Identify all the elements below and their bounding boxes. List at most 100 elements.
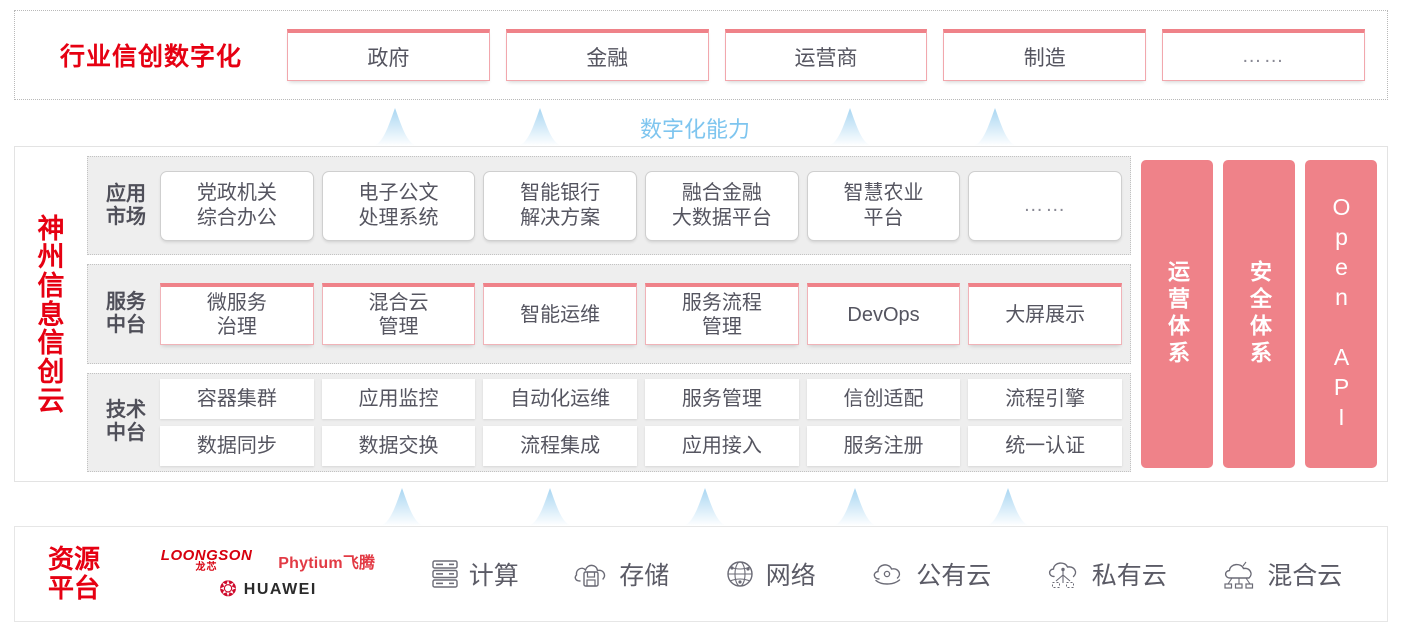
band-cells-service-platform: 微服务 治理 混合云 管理 智能运维 服务流程 管理 DevOps [160,282,1123,345]
cell-service-management[interactable]: 服务管理 [645,378,799,419]
resource-title: 资源 平台 [15,543,133,603]
up-arrow-icon [526,488,574,526]
up-arrow-icon [831,488,879,526]
cell-smart-agriculture[interactable]: 智慧农业 平台 [806,170,961,241]
up-arrow-icon [378,488,426,526]
resource-item-public-cloud[interactable]: 公有云 [869,556,991,592]
cell-process-integration[interactable]: 流程集成 [483,425,638,466]
band-tech-platform: 技术 中台 容器集群 应用监控 自动化运维 服务管理 信创适配 流程引擎 [87,372,1131,472]
up-arrow-icon [371,108,419,146]
resource-item-label: 私有云 [1091,562,1167,590]
capability-arrow-row [0,104,1402,146]
cell-unified-auth[interactable]: 统一认证 [968,425,1123,466]
industry-box-label: 金融 [586,46,629,70]
cell-line: 智慧农业 [843,182,924,205]
cell-process-engine[interactable]: 流程引擎 [968,378,1123,419]
cell-line: 综合办公 [196,206,277,229]
resource-band: 资源 平台 LOONGSON 龙芯 Phytium飞腾 ❂ HUAWEI [14,526,1388,622]
platform-title-char: 神 [37,213,65,244]
tech-row-1: 容器集群 应用监控 自动化运维 服务管理 信创适配 流程引擎 [160,378,1123,419]
resource-arrow-row [0,486,1402,526]
cell-line: 管理 [701,316,742,339]
cell-government-office[interactable]: 党政机关 综合办公 [160,170,314,241]
resource-item-label: 混合云 [1267,562,1343,590]
huawei-flower-icon: ❂ [219,578,237,601]
cell-line: DevOps [847,304,920,327]
band-label-line: 中台 [106,422,146,445]
industry-box-finance[interactable]: 金融 [505,29,709,81]
cell-data-exchange[interactable]: 数据交换 [321,425,476,466]
loongson-logo-en: LOONGSON [160,547,253,564]
public-cloud-icon [873,564,901,585]
vendor-row-2: ❂ HUAWEI [219,579,317,600]
pillar-open-api[interactable]: Open API [1305,160,1377,468]
huawei-logo: ❂ HUAWEI [219,579,317,600]
cell-container-cluster[interactable]: 容器集群 [160,378,314,419]
huawei-logo-text: HUAWEI [243,580,317,598]
up-arrow-icon [971,108,1019,146]
industry-box-manufacturing[interactable]: 制造 [943,29,1147,81]
resource-item-private-cloud[interactable]: 私有云 [1045,556,1167,592]
cell-xinchuang-adaptation[interactable]: 信创适配 [806,378,961,419]
band-label-service-platform: 服务 中台 [92,291,160,337]
cell-smart-bank[interactable]: 智能银行 解决方案 [483,170,638,241]
cell-line: 智能银行 [520,182,601,205]
cell-service-process-mgmt[interactable]: 服务流程 管理 [645,282,799,345]
hybrid-cloud-icon [1224,561,1254,589]
cell-line: 党政机关 [196,182,277,205]
resource-item-storage[interactable]: 存储 [572,556,669,592]
loongson-logo: LOONGSON 龙芯 [161,548,253,573]
cell-microservice-governance[interactable]: 微服务 治理 [160,282,314,345]
cell-line: 大屏展示 [1005,304,1086,327]
platform-title: 神 州 信 息 信 创 云 [15,147,87,481]
industry-box-label: 政府 [367,46,410,70]
cell-line: …… [1023,194,1068,217]
industry-box-label: …… [1241,45,1286,67]
tech-row-2: 数据同步 数据交换 流程集成 应用接入 服务注册 统一认证 [160,425,1123,466]
vendor-logo-group: LOONGSON 龙芯 Phytium飞腾 ❂ HUAWEI [133,548,403,600]
platform-panel: 神 州 信 息 信 创 云 应用 市场 党政机关 综合办公 [14,146,1388,482]
cell-hybrid-cloud-mgmt[interactable]: 混合云 管理 [321,282,476,345]
cell-big-screen-display[interactable]: 大屏展示 [968,282,1123,345]
band-label-line: 技术 [106,399,146,422]
cell-line: 处理系统 [358,206,439,229]
resource-item-label: 计算 [468,562,519,590]
private-cloud-icon [1048,562,1076,588]
cell-line: 解决方案 [520,206,601,229]
industry-box-label: 制造 [1023,46,1066,70]
cell-devops[interactable]: DevOps [806,282,961,345]
platform-title-char: 创 [37,356,65,387]
platform-rows: 应用 市场 党政机关 综合办公 电子公文 处理系统 智能银行 解决方案 [87,156,1131,472]
cell-aiops[interactable]: 智能运维 [483,282,638,345]
resource-title-line: 资源 [47,543,100,574]
cell-app-monitoring[interactable]: 应用监控 [321,378,476,419]
pillar-security[interactable]: 安全体系 [1223,160,1295,468]
platform-title-char: 云 [37,385,65,416]
pillar-list: 运营体系 安全体系 Open API [1141,156,1377,472]
resource-item-hybrid-cloud[interactable]: 混合云 [1220,556,1342,592]
cell-line: 智能运维 [520,304,601,327]
industry-box-government[interactable]: 政府 [287,29,490,81]
cell-data-sync[interactable]: 数据同步 [160,425,314,466]
cell-app-access[interactable]: 应用接入 [645,425,799,466]
cell-edocument-system[interactable]: 电子公文 处理系统 [321,170,476,241]
phytium-logo: Phytium飞腾 [278,554,376,572]
storage-cloud-icon [574,564,606,587]
resource-item-compute[interactable]: 计算 [430,556,519,592]
band-label-tech-platform: 技术 中台 [92,399,160,445]
cell-line: 微服务 [206,292,267,315]
resource-item-label: 公有云 [916,562,992,590]
cell-automated-ops[interactable]: 自动化运维 [483,378,638,419]
resource-item-label: 网络 [765,562,816,590]
industry-box-more[interactable]: …… [1162,29,1365,81]
resource-item-network[interactable]: 网络 [723,556,816,592]
cell-service-registry[interactable]: 服务注册 [806,425,961,466]
cell-line: 混合云 [368,292,429,315]
cell-finance-bigdata[interactable]: 融合金融 大数据平台 [645,170,799,241]
industry-box-carrier[interactable]: 运营商 [724,29,928,81]
band-cells-tech-platform: 容器集群 应用监控 自动化运维 服务管理 信创适配 流程引擎 数据同步 数据交换… [160,378,1123,466]
band-app-market: 应用 市场 党政机关 综合办公 电子公文 处理系统 智能银行 解决方案 [87,156,1131,256]
pillar-operations[interactable]: 运营体系 [1141,160,1213,468]
industry-box-list: 政府 金融 运营商 制造 …… [287,29,1387,81]
cell-app-more[interactable]: …… [968,170,1123,241]
